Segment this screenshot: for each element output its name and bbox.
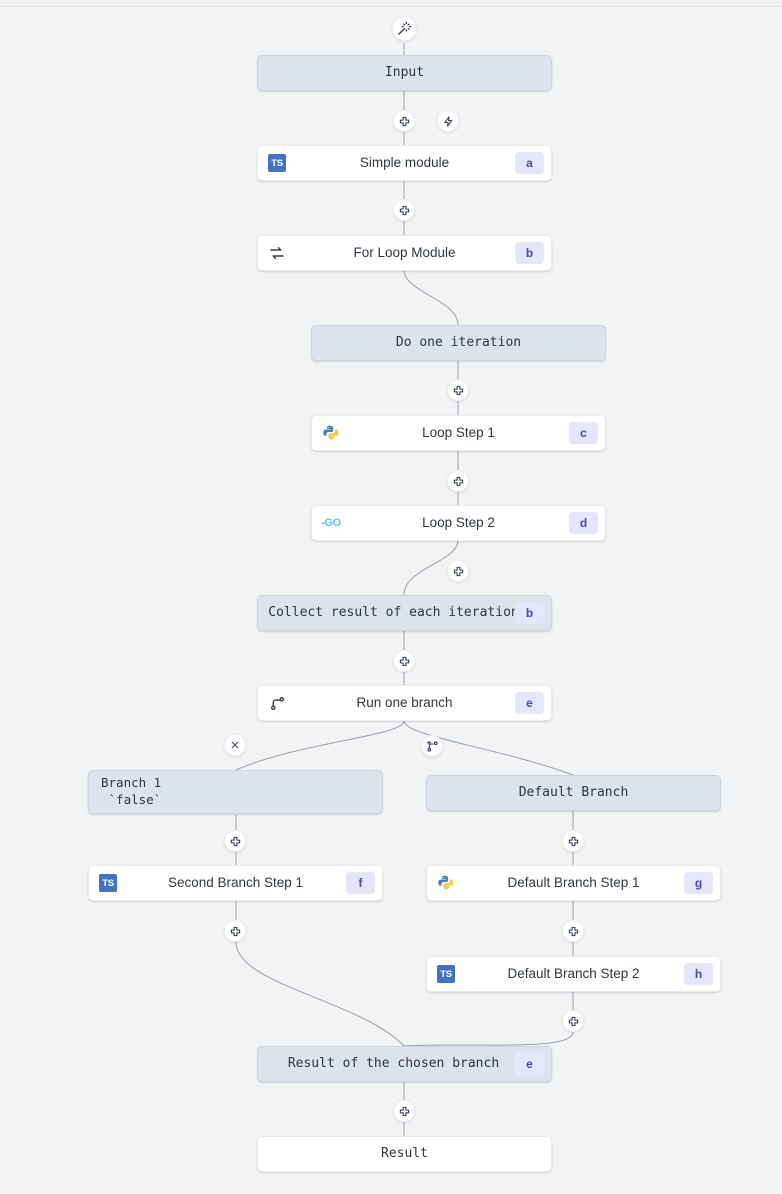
add-after-default-branch-button[interactable] — [562, 830, 584, 852]
node-input-label: Input — [384, 64, 425, 80]
node-second-branch-step-1-badge: f — [346, 872, 375, 894]
node-default-branch-step-1[interactable]: Default Branch Step 1 g — [426, 865, 721, 901]
node-simple-module-badge: a — [515, 152, 544, 174]
typescript-icon: TS — [98, 873, 118, 893]
node-default-branch-step-1-badge: g — [684, 872, 713, 894]
node-result-label: Result — [381, 1145, 428, 1161]
node-input[interactable]: Input — [257, 55, 552, 91]
add-after-default-branch-step-2-button[interactable] — [562, 1010, 584, 1032]
node-loop-step-2-badge: d — [569, 512, 598, 534]
node-collect-result[interactable]: Collect result of each iteration b — [257, 595, 552, 631]
node-chosen-branch-result-badge: e — [515, 1053, 544, 1075]
node-chosen-branch-result[interactable]: Result of the chosen branch e — [257, 1046, 552, 1082]
node-default-branch-step-2-badge: h — [684, 963, 713, 985]
lightning-icon[interactable] — [437, 110, 459, 132]
node-run-one-branch-badge: e — [515, 692, 544, 714]
add-after-collect-result-button[interactable] — [393, 650, 415, 672]
node-for-loop-module[interactable]: For Loop Module b — [257, 235, 552, 271]
node-default-branch-step-2[interactable]: TS Default Branch Step 2 h — [426, 956, 721, 992]
magic-wand-icon[interactable] — [392, 16, 417, 41]
node-default-branch-label: Default Branch — [518, 784, 629, 800]
branch-icon — [267, 693, 287, 713]
python-icon — [321, 423, 341, 443]
python-icon — [436, 873, 456, 893]
add-after-second-branch-step-1-button[interactable] — [224, 920, 246, 942]
add-branch-icon[interactable] — [421, 735, 443, 757]
add-after-loop-step-1-button[interactable] — [447, 470, 469, 492]
close-icon[interactable] — [224, 734, 246, 756]
add-after-chosen-branch-result-button[interactable] — [393, 1100, 415, 1122]
typescript-icon: TS — [436, 964, 456, 984]
node-for-loop-module-label: For Loop Module — [353, 245, 456, 261]
node-branch-one-label: Branch 1 `false` — [101, 775, 162, 807]
node-collect-result-label: Collect result of each iteration — [268, 604, 519, 620]
add-after-input-button[interactable] — [393, 110, 415, 132]
typescript-icon: TS — [267, 153, 287, 173]
node-loop-step-2-label: Loop Step 2 — [422, 515, 495, 531]
add-after-loop-step-2-button[interactable] — [447, 560, 469, 582]
node-do-one-iteration[interactable]: Do one iteration — [311, 325, 606, 361]
node-default-branch-step-1-label: Default Branch Step 1 — [507, 875, 640, 891]
add-after-simple-module-button[interactable] — [393, 199, 415, 221]
node-loop-step-2[interactable]: -GO Loop Step 2 d — [311, 505, 606, 541]
node-collect-result-badge: b — [515, 602, 544, 624]
node-result[interactable]: Result — [257, 1136, 552, 1172]
node-loop-step-1-label: Loop Step 1 — [422, 425, 495, 441]
add-after-branch-one-button[interactable] — [224, 830, 246, 852]
node-simple-module-label: Simple module — [359, 155, 450, 171]
node-run-one-branch-label: Run one branch — [356, 695, 453, 711]
loop-icon — [267, 243, 287, 263]
add-after-do-one-iteration-button[interactable] — [447, 379, 469, 401]
go-icon: -GO — [321, 517, 341, 529]
node-run-one-branch[interactable]: Run one branch e — [257, 685, 552, 721]
node-for-loop-module-badge: b — [515, 242, 544, 264]
node-chosen-branch-result-label: Result of the chosen branch — [287, 1055, 500, 1071]
node-branch-one[interactable]: Branch 1 `false` — [88, 770, 383, 814]
node-do-one-iteration-label: Do one iteration — [395, 334, 522, 350]
node-loop-step-1-badge: c — [569, 422, 598, 444]
node-second-branch-step-1[interactable]: TS Second Branch Step 1 f — [88, 865, 383, 901]
top-divider — [0, 6, 782, 7]
node-default-branch-step-2-label: Default Branch Step 2 — [507, 966, 640, 982]
node-simple-module[interactable]: TS Simple module a — [257, 145, 552, 181]
node-second-branch-step-1-label: Second Branch Step 1 — [167, 875, 304, 891]
node-default-branch[interactable]: Default Branch — [426, 775, 721, 811]
node-loop-step-1[interactable]: Loop Step 1 c — [311, 415, 606, 451]
add-after-default-branch-step-1-button[interactable] — [562, 920, 584, 942]
